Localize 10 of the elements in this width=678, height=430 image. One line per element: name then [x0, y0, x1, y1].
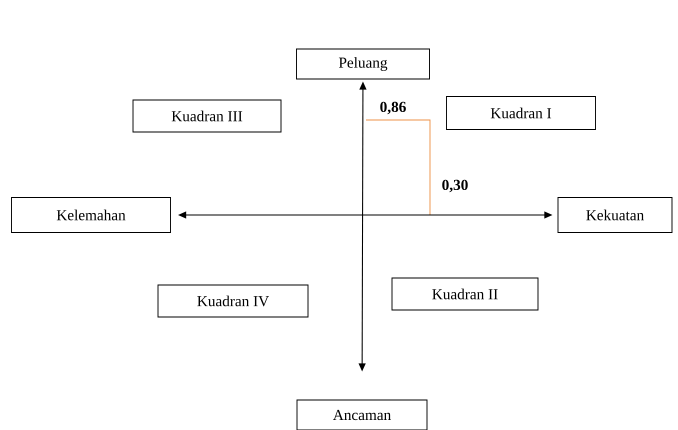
value-label: 0,86 [380, 102, 406, 114]
label-box: Kuadran III [132, 100, 282, 132]
label-box: Ancaman [296, 400, 428, 430]
label-box: Kuadran IV [158, 284, 308, 318]
label-box: Peluang [296, 48, 430, 80]
label-box: Kekuatan [558, 197, 672, 233]
label-box: Kelemahan [11, 197, 171, 233]
label-box: Kuadran II [392, 278, 538, 310]
value-label: 0,30 [442, 180, 468, 192]
label-box: Kuadran I [446, 96, 596, 130]
